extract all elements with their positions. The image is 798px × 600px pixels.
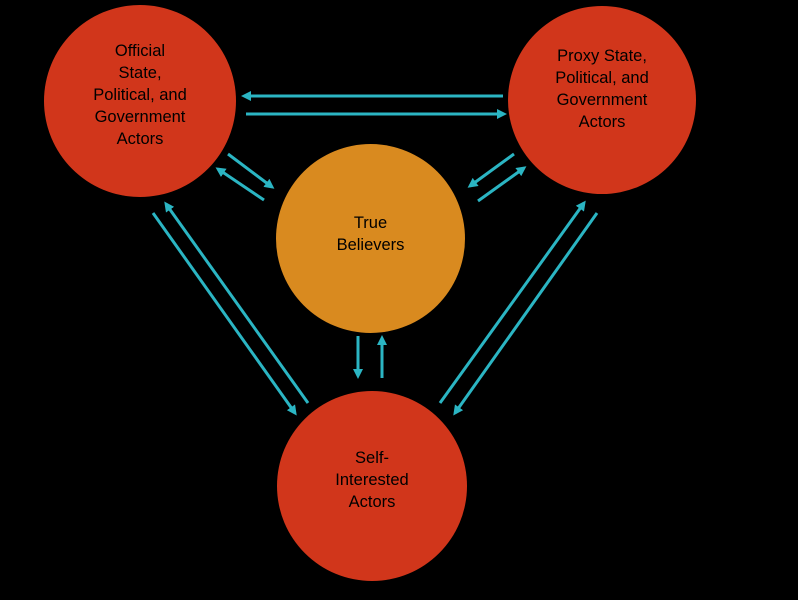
arrow-proxy-to-believers: [467, 152, 515, 188]
node-proxy-actors: Proxy State, Political, and Government A…: [508, 6, 696, 194]
arrow-self-to-proxy: [438, 200, 586, 404]
node-believers-label: True Believers: [336, 213, 405, 254]
node-proxy-label: Proxy State, Political, and Government A…: [555, 47, 649, 131]
node-true-believers: True Believers: [276, 144, 465, 333]
arrow-proxy-to-self: [453, 212, 599, 416]
arrow-self-to-official: [164, 201, 310, 404]
arrow-believers-to-official: [215, 167, 265, 202]
arrow-believers-to-proxy: [477, 166, 527, 203]
node-self-interested-actors: Self- Interested Actors: [277, 391, 467, 581]
arrow-official-to-believers: [227, 152, 275, 189]
node-self-label: Self- Interested Actors: [335, 449, 409, 511]
arrow-official-to-self: [151, 212, 297, 416]
node-official-label: Official State, Political, and Governmen…: [93, 42, 187, 148]
node-official-actors: Official State, Political, and Governmen…: [44, 5, 236, 197]
